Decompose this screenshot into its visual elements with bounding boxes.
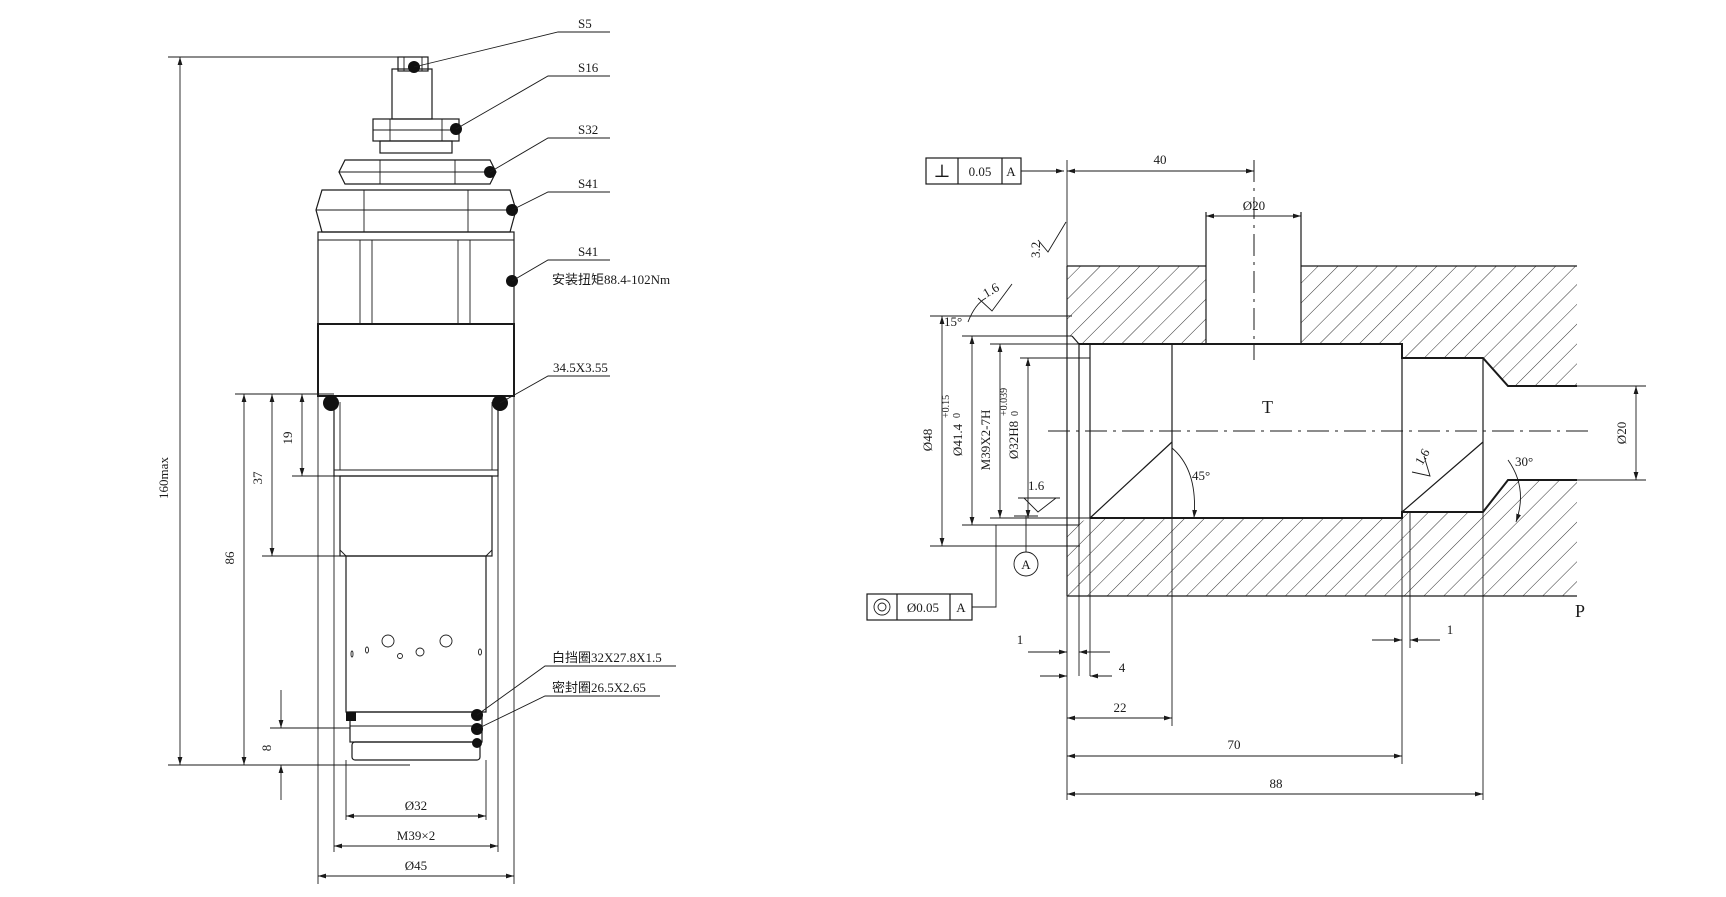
port-t-label: T — [1262, 397, 1273, 417]
dim-tol414-top: +0.15 — [941, 395, 952, 418]
dim-top: 40 Ø20 — [1066, 152, 1301, 266]
callout-leaders — [408, 31, 676, 730]
callout-s32: S32 — [578, 122, 598, 137]
callout-s41-hex: S41 — [578, 176, 598, 191]
dim-40-label: 40 — [1154, 152, 1167, 167]
dim-19-label: 19 — [280, 432, 295, 445]
callout-torque: 安装扭矩88.4-102Nm — [552, 272, 670, 287]
dim-right-dia20: Ø20 — [1508, 385, 1646, 481]
tol-conc-value: Ø0.05 — [907, 600, 939, 615]
dim-left-diameters: Ø48 Ø41.4 +0.15 0 M39X2-7H Ø32H8 +0.039 … — [920, 315, 1090, 547]
cartridge-side-view: S5 S16 S32 S41 S41 安装扭矩88.4-102Nm 34.5X3… — [156, 16, 676, 884]
callout-s41-body: S41 — [578, 244, 598, 259]
tol-perp-datum: A — [1006, 164, 1016, 179]
dim-tol32-top: +0.039 — [999, 388, 1010, 416]
dim-1-left-label: 1 — [1017, 632, 1024, 647]
dim-8-label: 8 — [259, 745, 274, 752]
angle-annotations: 15° 45° 30° — [944, 297, 1533, 523]
datum-a-label: A — [1021, 557, 1031, 572]
dim-dia20-top-label: Ø20 — [1243, 198, 1265, 213]
tol-perp-symbol: ⊥ — [934, 161, 951, 181]
dim-4-label: 4 — [1119, 660, 1126, 675]
tolerance-perpendicularity: ⊥ 0.05 A — [925, 157, 1064, 185]
dim-overall-height: 160max — [156, 56, 414, 766]
dim-overall-height-label: 160max — [156, 457, 171, 499]
callout-oring-top: 34.5X3.55 — [553, 360, 608, 375]
dim-86-label: 86 — [222, 551, 237, 565]
port-p-label: P — [1575, 601, 1585, 621]
dim-dia414-label: Ø41.4 — [950, 423, 965, 456]
callout-s16: S16 — [578, 60, 599, 75]
roughness-1-6-c: 1.6 — [1412, 445, 1433, 467]
callout-s5: S5 — [578, 16, 592, 31]
cavity-section-view: T P ⊥ 0.05 A Ø0.05 A A — [866, 152, 1646, 800]
dim-22-label: 22 — [1114, 700, 1127, 715]
tolerance-concentricity: Ø0.05 A A — [866, 515, 1039, 621]
callout-seal-ring: 密封圈26.5X2.65 — [552, 680, 646, 695]
dim-bottom: 1 4 22 70 88 1 — [1017, 442, 1484, 800]
angle-30-label: 30° — [1515, 454, 1533, 469]
dim-dia20-right-label: Ø20 — [1614, 422, 1629, 444]
dim-37-label: 37 — [250, 471, 265, 485]
dim-thread-cavity-label: M39X2-7H — [978, 410, 993, 471]
dim-1-right-label: 1 — [1447, 622, 1454, 637]
tol-perp-value: 0.05 — [969, 164, 992, 179]
angle-15-label: 15° — [944, 314, 962, 329]
tol-conc-datum: A — [956, 600, 966, 615]
dim-stack: 86 37 19 8 — [222, 393, 350, 800]
dim-tol32-bot: 0 — [1010, 411, 1021, 416]
roughness-1-6-b: 1.6 — [1028, 478, 1045, 493]
callout-backup-ring: 白挡圈32X27.8X1.5 — [552, 650, 662, 665]
dim-70-label: 70 — [1228, 737, 1241, 752]
dim-88-label: 88 — [1270, 776, 1283, 791]
dim-dia45-label: Ø45 — [405, 858, 427, 873]
dim-dia32h8-label: Ø32H8 — [1006, 421, 1021, 459]
dim-dia48-label: Ø48 — [920, 429, 935, 451]
dim-dia32-label: Ø32 — [405, 798, 427, 813]
angle-45-label: 45° — [1192, 468, 1210, 483]
dim-thread-label: M39×2 — [397, 828, 435, 843]
roughness-1-6-a: 1.6 — [980, 279, 1002, 300]
roughness-3-2: 3.2 — [1028, 242, 1043, 258]
dim-diameters: Ø32 M39×2 Ø45 — [317, 396, 515, 884]
dim-tol414-bot: 0 — [952, 413, 963, 418]
hatched-block — [1067, 266, 1577, 596]
